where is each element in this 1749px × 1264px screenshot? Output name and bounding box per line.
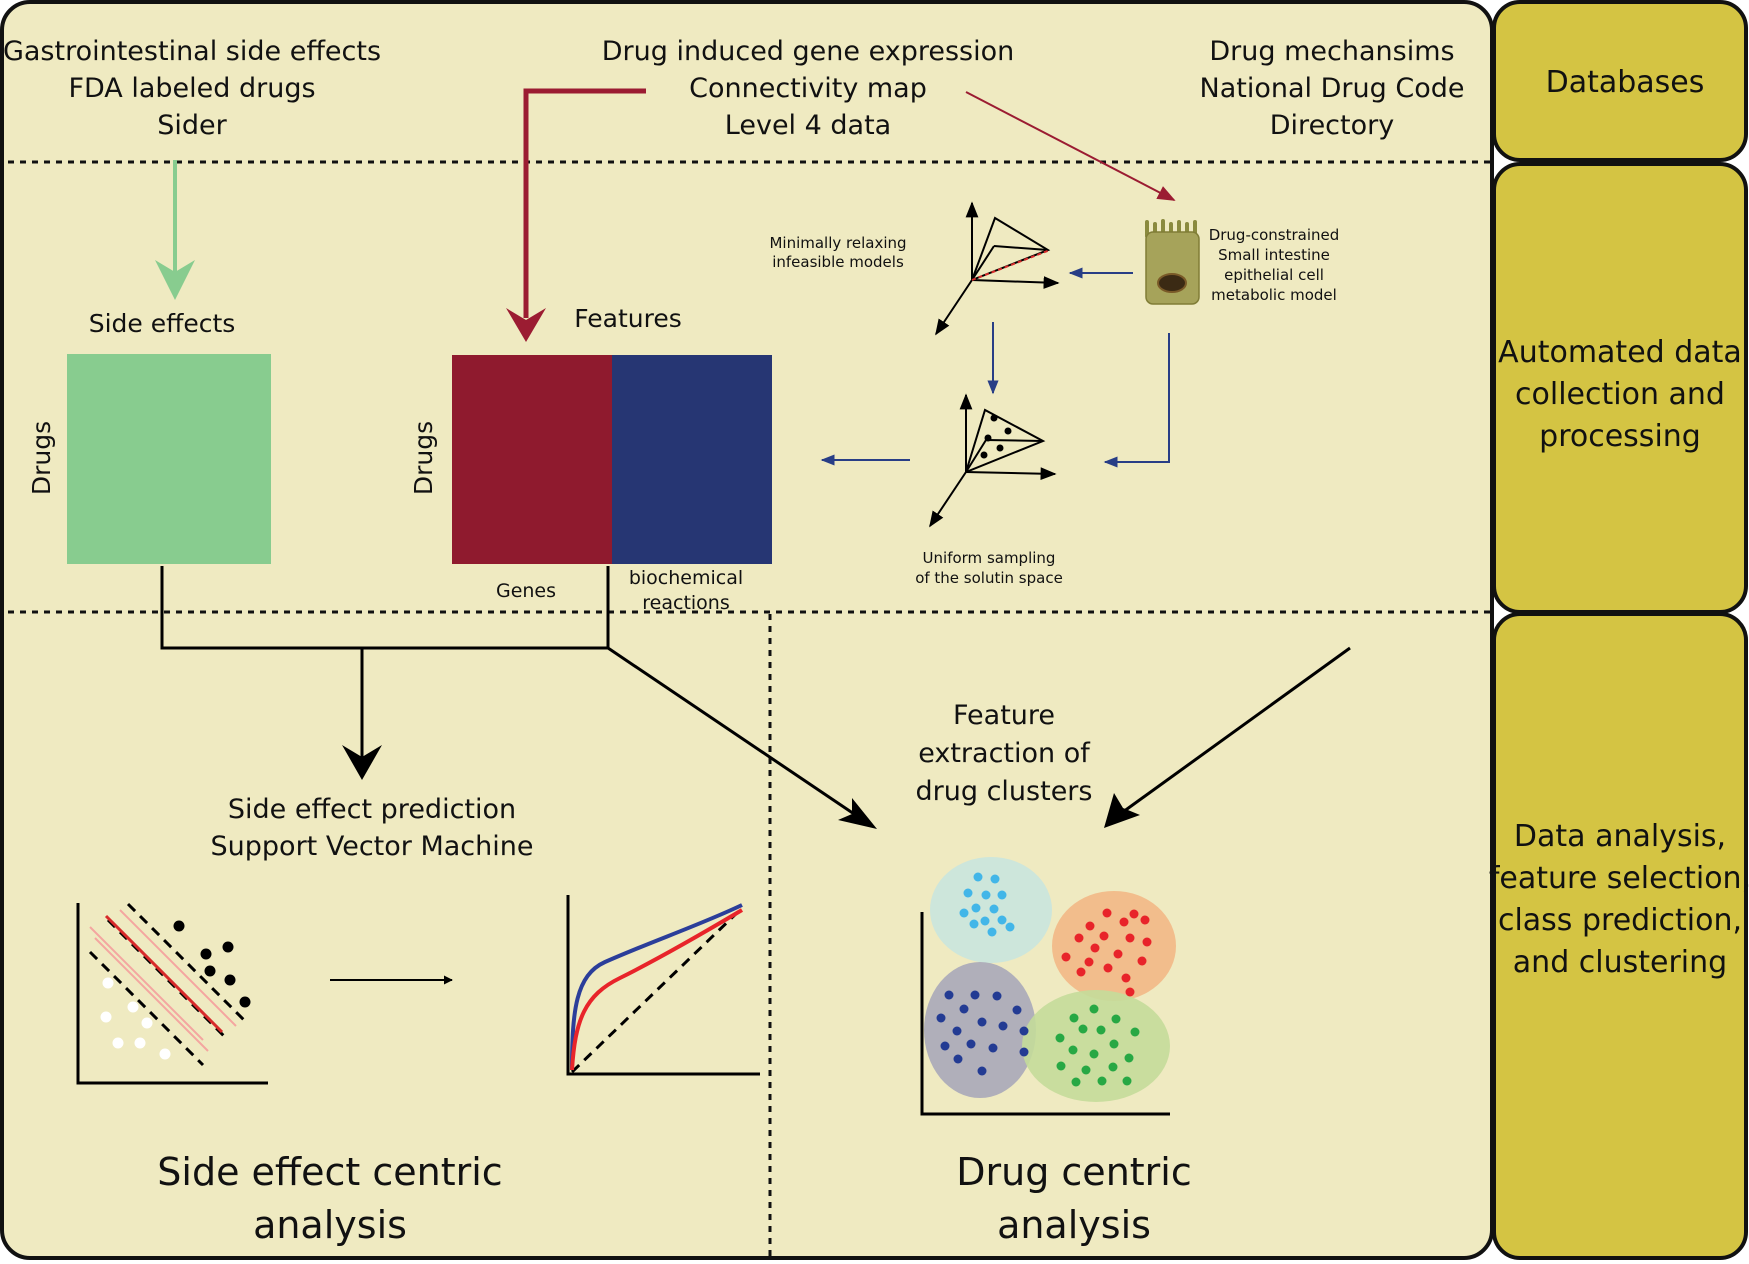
svm-plot xyxy=(76,902,268,1085)
sidebar-analysis-line-2: feature selection, xyxy=(1489,861,1749,896)
source-left-line-1: Gastrointestinal side effects xyxy=(3,36,381,67)
sidebar-analysis-line-3: class prediction, xyxy=(1498,903,1742,938)
features-title: Features xyxy=(574,304,682,333)
cluster-green xyxy=(1022,990,1170,1102)
green-points xyxy=(1055,1004,1140,1087)
sidebar-automated-line-3: processing xyxy=(1539,419,1701,454)
svm-label-1: Side effect prediction xyxy=(228,794,516,825)
relax-label-1: Minimally relaxing xyxy=(769,234,906,252)
cell-label-4: metabolic model xyxy=(1211,286,1337,304)
cluster-label-1: Feature xyxy=(953,700,1055,731)
side-effects-title: Side effects xyxy=(89,309,236,338)
sidebar-box-analysis xyxy=(1492,612,1748,1260)
red-points xyxy=(1061,908,1152,997)
metabolic-model-section: Minimally relaxing infeasible models Dru… xyxy=(769,201,1340,587)
cyan-points xyxy=(959,872,1015,937)
sidebar-analysis-line-1: Data analysis, xyxy=(1514,819,1726,854)
epithelial-cell-icon xyxy=(1145,219,1200,305)
side-effect-centric-title-1: Side effect centric xyxy=(157,1150,502,1194)
source-right-line-1: Drug mechansims xyxy=(1209,36,1454,67)
features-row-label: Drugs xyxy=(409,421,438,495)
sidebar-automated-line-1: Automated data xyxy=(1498,335,1742,370)
red-thin-arrow xyxy=(965,91,1176,201)
features-matrix: Features Drugs Genes biochemical reactio… xyxy=(409,304,772,614)
sidebar-analysis-line-4: and clustering xyxy=(1513,945,1727,980)
source-middle-line-2: Connectivity map xyxy=(689,73,927,104)
green-arrow xyxy=(155,160,195,300)
main-panel xyxy=(0,0,1494,1260)
cluster-plot xyxy=(920,857,1176,1116)
cluster-purple xyxy=(924,962,1036,1098)
features-genes-label: Genes xyxy=(496,580,556,602)
cluster-label-2: extraction of xyxy=(918,738,1091,769)
sampling-label-1: Uniform sampling xyxy=(923,549,1056,567)
source-middle-line-3: Level 4 data xyxy=(725,110,891,141)
cell-label-2: Small intestine xyxy=(1218,246,1330,264)
features-genes-block xyxy=(452,355,612,564)
navy-points xyxy=(936,990,1029,1076)
sidebar: Databases Automated data collection and … xyxy=(1489,0,1749,1260)
red-bent-arrow xyxy=(506,88,646,342)
side-effect-centric-title-2: analysis xyxy=(253,1203,407,1247)
features-reactions-label-2: reactions xyxy=(642,592,729,614)
blue-arrow-cell-to-sampling xyxy=(1103,333,1170,468)
source-right-line-2: National Drug Code xyxy=(1200,73,1465,104)
data-sources: Gastrointestinal side effects FDA labele… xyxy=(3,36,1465,141)
source-right-line-3: Directory xyxy=(1270,110,1394,141)
relaxation-polytope-icon xyxy=(935,201,1060,336)
side-effects-block xyxy=(67,354,271,564)
sampling-polytope-icon xyxy=(929,393,1057,528)
sidebar-automated-line-2: collection and xyxy=(1515,377,1725,412)
roc-plot xyxy=(566,895,760,1076)
side-effects-matrix: Side effects Drugs xyxy=(27,309,271,564)
features-reactions-label-1: biochemical xyxy=(629,567,743,589)
cell-label-1: Drug-constrained xyxy=(1209,226,1340,244)
sidebar-box-databases xyxy=(1492,0,1748,162)
cluster-orange xyxy=(1052,891,1176,1001)
features-reactions-block xyxy=(612,355,772,564)
drug-centric-title-2: analysis xyxy=(997,1203,1151,1247)
relax-label-2: infeasible models xyxy=(772,253,904,271)
source-middle-line-1: Drug induced gene expression xyxy=(602,36,1014,67)
drug-centric-title-1: Drug centric xyxy=(956,1150,1192,1194)
analysis-connectors xyxy=(160,566,1351,829)
sidebar-databases-label: Databases xyxy=(1546,65,1705,100)
cluster-label-3: drug clusters xyxy=(916,776,1093,807)
source-left-line-2: FDA labeled drugs xyxy=(68,73,315,104)
sampling-label-2: of the solutin space xyxy=(915,569,1063,587)
side-effects-row-label: Drugs xyxy=(27,421,56,495)
cell-label-3: epithelial cell xyxy=(1224,266,1324,284)
source-left-line-3: Sider xyxy=(157,110,227,141)
svm-label-2: Support Vector Machine xyxy=(211,831,534,862)
